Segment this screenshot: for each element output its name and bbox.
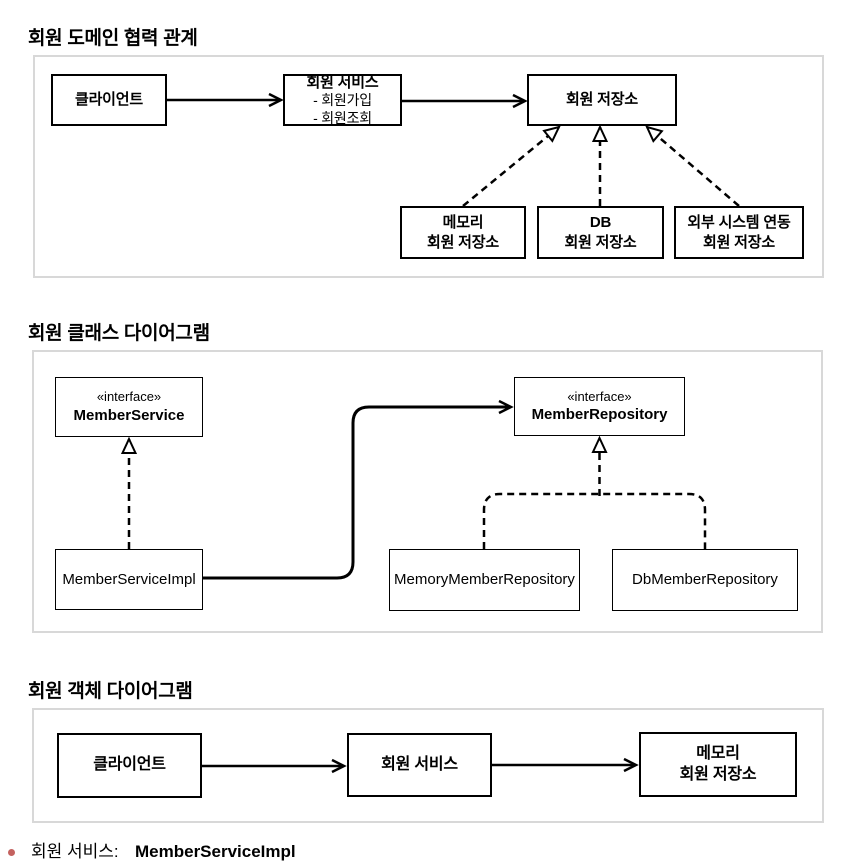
member-service-item-signup: - 회원가입 bbox=[313, 91, 372, 108]
memberserviceimpl-box: MemberServiceImpl bbox=[55, 549, 203, 610]
memorymemberrepository-name: MemoryMemberRepository bbox=[394, 571, 575, 589]
bullet-icon bbox=[8, 849, 15, 856]
service-object-label: 회원 서비스 bbox=[381, 755, 458, 773]
memory-repository-box: 메모리 회원 저장소 bbox=[400, 206, 526, 259]
client-object-label: 클라이언트 bbox=[93, 756, 166, 774]
memory-repository-object-box: 메모리 회원 저장소 bbox=[639, 732, 797, 797]
footer-value: MemberServiceImpl bbox=[135, 842, 296, 861]
memory-object-line1: 메모리 bbox=[696, 745, 740, 763]
memberservice-stereotype: «interface» bbox=[96, 389, 162, 405]
member-service-item-find: - 회원조회 bbox=[313, 109, 372, 126]
dbmemberrepository-name: DbMemberRepository bbox=[632, 571, 778, 589]
member-repository-box: 회원 저장소 bbox=[527, 74, 677, 126]
class-diagram-panel: «interface» MemberService «interface» Me… bbox=[32, 350, 823, 633]
class-diagram-title: 회원 클래스 다이어그램 bbox=[28, 323, 210, 344]
class-diagram-connector-layer bbox=[120, 399, 707, 580]
member-service-box: 회원 서비스 - 회원가입 - 회원조회 bbox=[283, 74, 402, 126]
external-repository-line2: 회원 저장소 bbox=[703, 233, 775, 251]
memory-repository-line2: 회원 저장소 bbox=[427, 233, 499, 251]
dependency-impl-to-memberrepository bbox=[203, 399, 514, 580]
member-service-box-title: 회원 서비스 bbox=[306, 73, 379, 91]
domain-collab-connector-layer bbox=[167, 92, 740, 207]
memberserviceimpl-name: MemberServiceImpl bbox=[62, 570, 196, 588]
footer-bullet-item: 회원 서비스: MemberServiceImpl bbox=[0, 840, 844, 864]
memberrepository-stereotype: «interface» bbox=[567, 388, 632, 404]
realization-external-to-repository bbox=[645, 125, 740, 207]
memory-object-line2: 회원 저장소 bbox=[679, 765, 757, 783]
service-object-box: 회원 서비스 bbox=[347, 733, 492, 797]
db-repository-line1: DB bbox=[589, 214, 612, 232]
db-repository-line2: 회원 저장소 bbox=[564, 233, 637, 251]
realization-memory-to-repository bbox=[462, 125, 561, 207]
object-diagram-panel: 클라이언트 회원 서비스 메모리 회원 저장소 bbox=[32, 708, 824, 823]
memberservice-interface-box: «interface» MemberService bbox=[55, 377, 203, 437]
memory-repository-line1: 메모리 bbox=[442, 214, 484, 232]
domain-collab-title: 회원 도메인 협력 관계 bbox=[28, 28, 198, 49]
memberservice-name: MemberService bbox=[73, 406, 185, 424]
realization-branch-line bbox=[482, 492, 707, 549]
memberrepository-interface-box: «interface» MemberRepository bbox=[514, 377, 685, 436]
memberrepository-name: MemberRepository bbox=[531, 406, 668, 424]
memorymemberrepository-box: MemoryMemberRepository bbox=[389, 549, 580, 611]
dbmemberrepository-box: DbMemberRepository bbox=[612, 549, 798, 611]
client-box: 클라이언트 bbox=[51, 74, 167, 126]
client-box-label: 클라이언트 bbox=[74, 91, 143, 109]
external-repository-line1: 외부 시스템 연동 bbox=[687, 214, 791, 232]
client-object-box: 클라이언트 bbox=[57, 733, 202, 798]
object-diagram-title: 회원 객체 다이어그램 bbox=[28, 681, 193, 702]
footer-label: 회원 서비스: bbox=[31, 842, 119, 861]
member-repository-box-label: 회원 저장소 bbox=[566, 91, 638, 109]
object-diagram-connector-layer bbox=[202, 757, 639, 774]
external-repository-box: 외부 시스템 연동 회원 저장소 bbox=[674, 206, 804, 259]
domain-collab-panel: 클라이언트 회원 서비스 - 회원가입 - 회원조회 회원 저장소 메모리 회원… bbox=[33, 55, 824, 278]
db-repository-box: DB 회원 저장소 bbox=[537, 206, 664, 259]
